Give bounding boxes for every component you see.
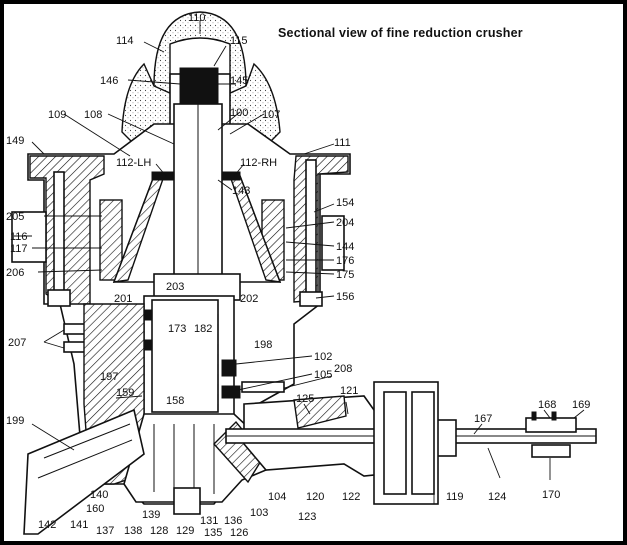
label-199: 199	[6, 415, 24, 427]
flywheel-web-right	[411, 391, 435, 495]
label-159: 159	[116, 387, 134, 399]
label-168: 168	[538, 399, 556, 411]
key-168b	[551, 411, 557, 421]
label-121: 121	[340, 385, 358, 397]
label-205: 205	[6, 211, 24, 223]
discharge-chute	[23, 408, 145, 535]
label-116: 116	[10, 231, 28, 243]
coupling-top	[525, 417, 577, 433]
label-145: 145	[230, 75, 248, 87]
label-119: 119	[446, 491, 464, 503]
shell-left-wall	[29, 155, 105, 305]
label-111: 111	[334, 137, 351, 149]
label-175: 175	[336, 269, 354, 281]
side-block-left	[11, 211, 47, 263]
label-140: 140	[90, 489, 108, 501]
tie-bolt-left	[53, 171, 65, 293]
label-107: 107	[262, 109, 280, 121]
label-135: 135	[204, 527, 222, 539]
label-208: 208	[334, 363, 352, 375]
coupling-bottom	[531, 444, 571, 458]
pivot-pin	[173, 487, 201, 515]
label-158: 158	[166, 395, 184, 407]
label-160: 160	[86, 503, 104, 515]
bolt-208	[241, 381, 285, 393]
label-123: 123	[298, 511, 316, 523]
label-110: 110	[188, 12, 206, 24]
tie-bolt-right	[305, 159, 317, 297]
label-114: 114	[116, 35, 134, 47]
label-176: 176	[336, 255, 354, 267]
label-108: 108	[84, 109, 102, 121]
label-149: 149	[6, 135, 24, 147]
label-203: 203	[166, 281, 184, 293]
label-198: 198	[254, 339, 272, 351]
label-103: 103	[250, 507, 268, 519]
countershaft-seal	[293, 395, 347, 429]
label-170: 170	[542, 489, 560, 501]
label-137: 137	[96, 525, 114, 537]
label-117: 117	[10, 243, 28, 255]
bearing-stack	[179, 67, 219, 105]
label-129: 129	[176, 525, 194, 537]
label-167: 167	[474, 413, 492, 425]
key-168a	[531, 411, 537, 421]
washer-105	[221, 385, 241, 399]
bolt-nut-left	[47, 289, 71, 307]
label-197: 197	[100, 371, 118, 383]
label-122: 122	[342, 491, 360, 503]
label-128: 128	[150, 525, 168, 537]
eccentric-inner	[151, 299, 219, 413]
label-146: 146	[100, 75, 118, 87]
part-labels: 110 114 115 146 145 109 108 100 107 111 …	[6, 12, 590, 539]
leader-lines	[14, 20, 585, 504]
label-144: 144	[336, 241, 354, 253]
label-109: 109	[48, 109, 66, 121]
label-112-rh: 112-RH	[240, 157, 277, 169]
label-115: 115	[230, 35, 248, 47]
label-131: 131	[200, 515, 218, 527]
figure-frame: Sectional view of fine reduction crusher	[4, 4, 623, 541]
label-120: 120	[306, 491, 324, 503]
label-141: 141	[70, 519, 88, 531]
label-204: 204	[336, 217, 354, 229]
label-126: 126	[230, 527, 248, 539]
label-112-lh: 112-LH	[116, 157, 151, 169]
label-143: 143	[232, 185, 250, 197]
label-201: 201	[114, 293, 132, 305]
label-156: 156	[336, 291, 354, 303]
label-202: 202	[240, 293, 258, 305]
crusher-section-diagram: 110 114 115 146 145 109 108 100 107 111 …	[6, 11, 597, 539]
label-125: 125	[296, 393, 314, 405]
label-102: 102	[314, 351, 332, 363]
label-206: 206	[6, 267, 24, 279]
label-105: 105	[314, 369, 332, 381]
label-207: 207	[8, 337, 26, 349]
washer-198	[221, 359, 237, 377]
label-104: 104	[268, 491, 286, 503]
figure-title: Sectional view of fine reduction crusher	[278, 26, 523, 40]
label-124: 124	[488, 491, 506, 503]
liner-left	[99, 199, 123, 281]
label-169: 169	[572, 399, 590, 411]
side-block-right	[321, 215, 345, 271]
label-136: 136	[224, 515, 242, 527]
label-182: 182	[194, 323, 212, 335]
label-139: 139	[142, 509, 160, 521]
label-138: 138	[124, 525, 142, 537]
label-142: 142	[38, 519, 56, 531]
top-cap	[153, 11, 247, 96]
bolt-nut-right	[299, 291, 323, 307]
label-173: 173	[168, 323, 186, 335]
flywheel-web-left	[383, 391, 407, 495]
label-100: 100	[230, 107, 248, 119]
label-154: 154	[336, 197, 354, 209]
